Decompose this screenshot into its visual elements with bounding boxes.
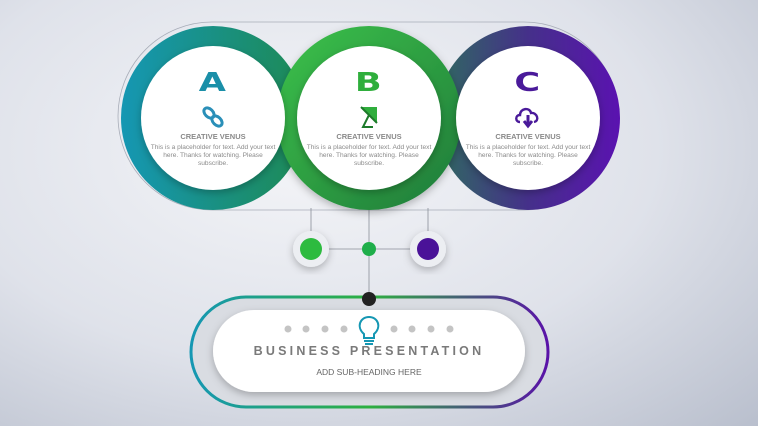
card-body: This is a placeholder for text. Add your… [465,144,591,168]
card-body: This is a placeholder for text. Add your… [306,144,432,168]
card-title: CREATIVE VENUS [495,132,561,141]
node-center [362,242,376,256]
card-letter: C [514,68,542,98]
node-black [362,292,376,306]
card-c: C CREATIVE VENUS This is a placeholder f… [455,68,601,169]
card-body: This is a placeholder for text. Add your… [150,144,276,168]
connector-lines [310,200,429,298]
card-b: B CREATIVE VENUS This is a placeholder f… [296,68,442,169]
card-letter: A [198,68,228,98]
lightbulb-icon [358,315,380,345]
link-icon [140,104,286,130]
satellite-dish-icon [296,104,442,130]
dots [284,325,454,333]
banner-subtitle: ADD SUB-HEADING HERE [316,367,422,377]
card-title: CREATIVE VENUS [180,132,246,141]
card-title: CREATIVE VENUS [336,132,402,141]
card-a: A CREATIVE VENUS This is a placeholder f… [140,68,286,169]
cloud-download-icon [455,104,601,130]
banner-title: BUSINESS PRESENTATION [253,344,485,358]
card-letter: B [354,68,384,98]
